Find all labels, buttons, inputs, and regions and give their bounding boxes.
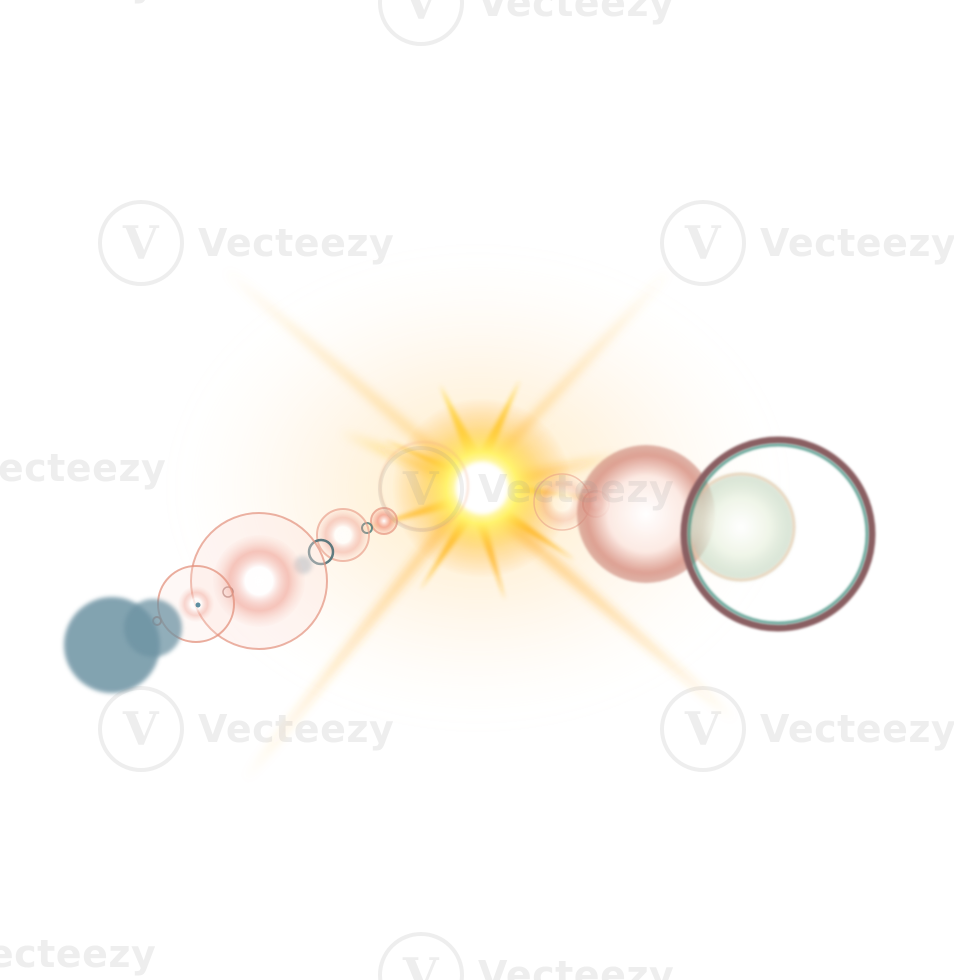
flare-element [370,507,398,535]
flare-element [213,535,305,627]
flare-element [687,443,869,625]
flare-element [370,507,398,535]
flare-element [190,512,328,650]
flare-element [124,599,182,657]
flare-element [316,508,370,562]
flare-element [533,473,591,531]
outer-ring-right [680,436,876,632]
flare-element [316,508,370,562]
flare-element [195,602,201,608]
flare-element [456,462,508,514]
flare-element [379,441,469,531]
flare-element [307,538,335,566]
pink-disc-right [577,445,715,583]
flare-element [688,474,794,580]
